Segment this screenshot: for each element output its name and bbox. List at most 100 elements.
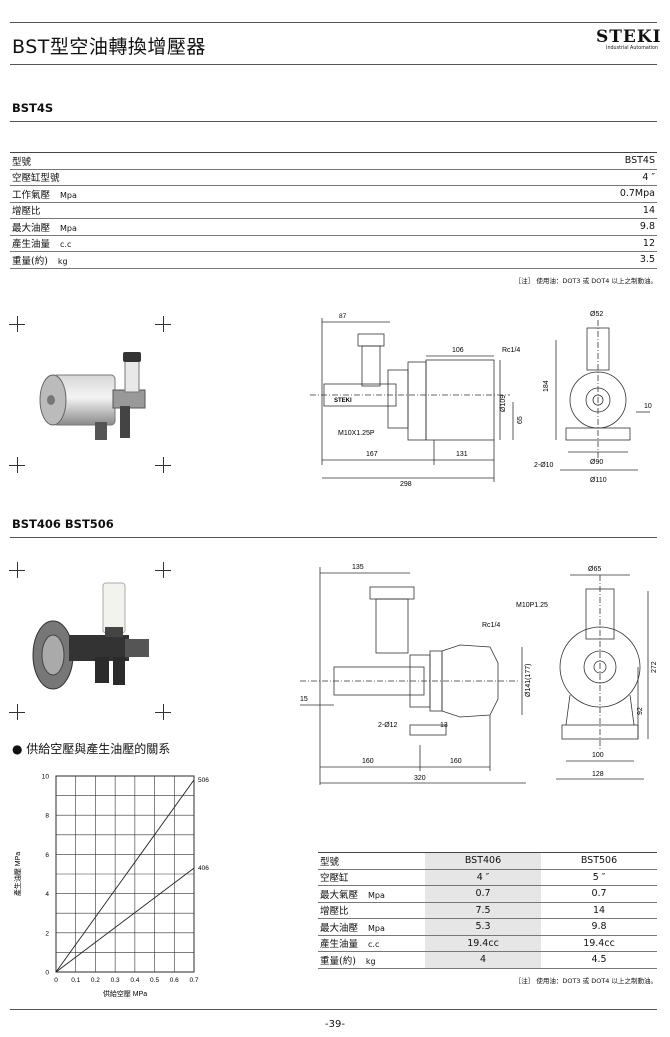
dim-thread: M10X1.25P (338, 430, 375, 437)
row-unit: Mpa (60, 190, 77, 200)
row-label: 重量(約) (320, 955, 356, 967)
dim-13: 13 (440, 722, 448, 729)
series-line-406 (55, 867, 195, 973)
dim-rc: Rc1/4 (482, 622, 500, 629)
row-label: 重量(約) (12, 255, 48, 267)
cell-bst506: 19.4cc (541, 935, 657, 952)
y-tick-label: 0 (45, 970, 49, 977)
section-rule-bst4s (10, 121, 657, 122)
series-label-506: 506 (198, 777, 209, 784)
chart-grid (55, 775, 195, 973)
series-label-406: 406 (198, 865, 209, 872)
table-row: 空壓缸型號 4 ″ (10, 169, 657, 186)
x-tick-label: 0.3 (111, 977, 120, 984)
dim-65: 65 (517, 416, 524, 424)
table-row: 型號 BST4S (10, 152, 657, 170)
row-label: 最大油壓 (320, 922, 359, 934)
x-tick-label: 0.1 (71, 977, 80, 984)
dim-141: Ø141(177) (525, 664, 532, 697)
cell-bst506: 5 ″ (541, 869, 657, 886)
row-label: 空壓缸 (320, 873, 349, 885)
row-unit: Mpa (368, 890, 385, 900)
logo-mark: STEKI (596, 27, 662, 47)
row-label: 型號 (12, 156, 32, 168)
section-heading-bst406: BST406 BST506 (12, 517, 114, 531)
row-label: 增壓比 (320, 906, 349, 918)
row-value: BST4S (422, 152, 657, 170)
row-label: 產生油量 (12, 239, 51, 251)
dim-131: 131 (456, 451, 468, 458)
row-label: 增壓比 (12, 206, 41, 218)
dim-272: 272 (651, 661, 658, 673)
x-tick-label: 0.4 (130, 977, 139, 984)
body-logo-text: STEKI (334, 398, 352, 404)
chart-series: 506 406 (55, 777, 209, 973)
cell-bst406: 0.7 (425, 885, 541, 903)
steki-logo: STEKI Industrial Automation (596, 27, 662, 56)
oil-note-bst406: ［注］ 使用油：DOT3 或 DOT4 以上之制動油。 (514, 977, 657, 985)
dim-320: 320 (414, 775, 426, 782)
header-rule (10, 64, 657, 65)
cell-bst406: 4 (425, 951, 541, 969)
section-rule-bst406 (10, 537, 657, 538)
dim-128: 128 (592, 771, 604, 778)
row-unit: kg (365, 956, 376, 966)
row-value: 14 (422, 202, 657, 219)
row-unit: Mpa (368, 923, 385, 933)
row-value: 12 (422, 235, 657, 252)
cell-bst506: 9.8 (541, 918, 657, 936)
product-photo-bst4s (39, 352, 146, 440)
spec-table-bst4s: 型號 BST4S 空壓缸型號 4 ″ 工作氣壓 Mpa 0.7Mpa 增壓比 14 最大油… (10, 152, 657, 269)
cell-bst506: 14 (541, 902, 657, 919)
x-axis-label: 供給空壓 MPa (103, 989, 147, 998)
row-label: 空壓缸型號 (12, 173, 60, 185)
dimension-drawing-bst406: 135 Ø65 M10P1.25 Rc1/4 Ø141(177) 272 15 … (300, 564, 658, 785)
page-title: BST型空油轉換增壓器 (12, 36, 206, 58)
row-label: 最大油壓 (12, 222, 51, 234)
row-value: 3.5 (422, 251, 657, 269)
oil-note-bst4s: ［注］ 使用油：DOT3 或 DOT4 以上之制動油。 (514, 277, 657, 285)
x-tick-label: 0.5 (150, 977, 159, 984)
dim-110: Ø110 (590, 477, 607, 484)
row-unit: c.c (60, 240, 72, 250)
cell-bst506: 4.5 (541, 951, 657, 969)
dim-15: 15 (300, 696, 308, 703)
dim-109: Ø109 (500, 395, 507, 412)
row-value: 4 ″ (422, 169, 657, 186)
dim-135: 135 (352, 564, 364, 571)
dimension-drawing-bst4s: 87 106 Rc1/4 Ø109 65 M10X1.25P 167 131 2… (310, 311, 652, 488)
cell-bst406: 19.4cc (425, 935, 541, 952)
dim-65: Ø65 (588, 566, 601, 573)
row-label: 最大氣壓 (320, 889, 359, 901)
cell-bst406: 4 ″ (425, 869, 541, 886)
row-value: 0.7Mpa (422, 185, 657, 203)
y-tick-label: 6 (45, 852, 49, 859)
dim-holes: 2-Ø10 (534, 462, 554, 469)
dim-160a: 160 (362, 758, 374, 765)
dim-106: 106 (452, 347, 464, 354)
section-heading-bst4s: BST4S (12, 101, 54, 115)
dim-298: 298 (400, 481, 412, 488)
y-tick-label: 4 (45, 891, 49, 898)
cell-bst506: BST506 (541, 852, 657, 870)
chart-title: ● 供給空壓與產生油壓的關系 (12, 742, 171, 756)
x-tick-label: 0.7 (189, 977, 198, 984)
row-label: 工作氣壓 (12, 189, 51, 201)
x-tick-label: 0 (54, 977, 58, 984)
logo-subtitle: Industrial Automation (606, 46, 658, 51)
dim-100: 100 (592, 752, 604, 759)
page-number: -39- (325, 1019, 345, 1030)
dim-184: 184 (543, 380, 550, 392)
table-row: 增壓比 14 (10, 202, 657, 219)
dim-167: 167 (366, 451, 378, 458)
y-tick-label: 10 (42, 774, 50, 781)
x-tick-label: 0.6 (170, 977, 179, 984)
y-tick-label: 2 (45, 930, 49, 937)
dim-rc: Rc1/4 (502, 347, 520, 354)
